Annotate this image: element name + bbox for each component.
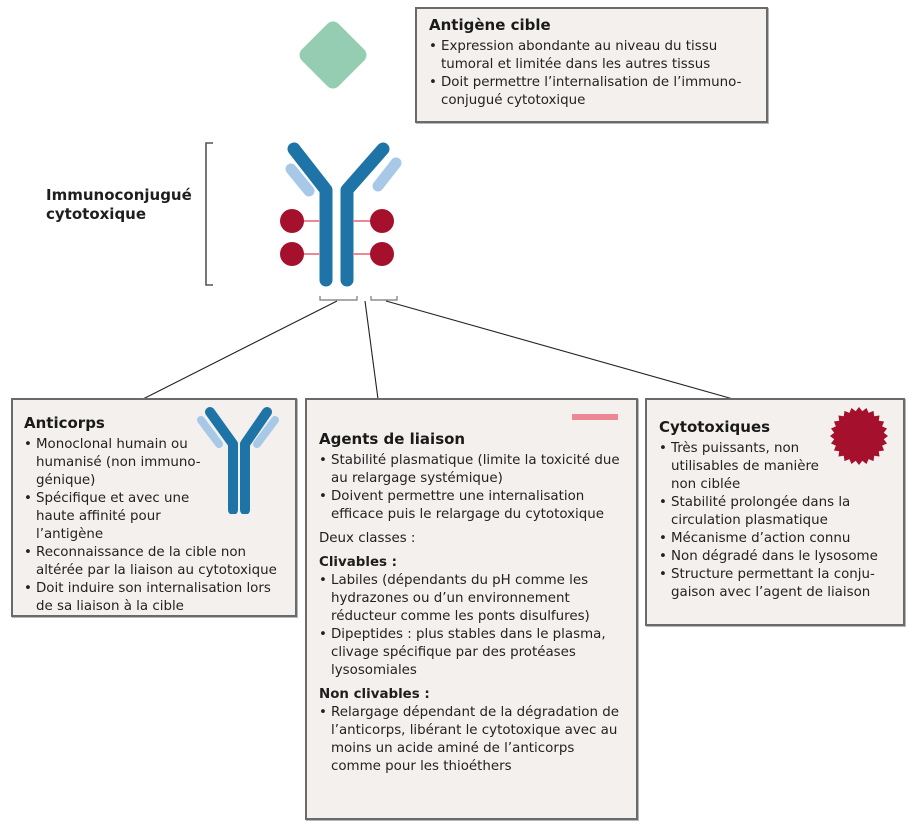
linker-title: Agents de liaison bbox=[319, 430, 466, 448]
list-item: Relargage dépendant de la dégradation de… bbox=[319, 704, 624, 776]
list-item: Structure permettant la conju-gaison ave… bbox=[659, 566, 891, 602]
antigen-box: Antigène cible Expression abondante au n… bbox=[415, 7, 768, 123]
antibody-box: Anticorps Monoclonal humain ou humanisé … bbox=[11, 398, 297, 617]
antibody-list: Monoclonal humain ou humanisé (non immun… bbox=[24, 436, 284, 616]
connector-linker bbox=[364, 300, 379, 400]
antibody-icon bbox=[197, 407, 279, 514]
list-item: Stabilité plasmatique (limite la toxicit… bbox=[319, 452, 624, 488]
linker-icon bbox=[572, 414, 618, 420]
list-item: Monoclonal humain ou humanisé (non immun… bbox=[24, 436, 206, 490]
payload-icon bbox=[370, 209, 394, 233]
payload-icon bbox=[370, 242, 394, 266]
connector-cytotoxic bbox=[385, 300, 734, 400]
connector-antibody bbox=[142, 300, 338, 400]
linker-list: Stabilité plasmatique (limite la toxicit… bbox=[319, 452, 624, 524]
list-item: Spécifique et avec une haute affinité po… bbox=[24, 490, 216, 544]
noncleavable-title: Non clivables : bbox=[319, 687, 430, 702]
classes-label: Deux classes : bbox=[319, 531, 416, 546]
list-item: Non dégradé dans le lysosome bbox=[659, 548, 891, 566]
cytotoxic-box: Cytotoxiques Très puissants, non utilisa… bbox=[645, 398, 905, 626]
list-item: Labiles (dépendants du pH comme les hydr… bbox=[319, 572, 624, 626]
list-item: Mécanisme d’action connu bbox=[659, 530, 891, 548]
payload-icon bbox=[280, 242, 304, 266]
list-item: Doit permettre l’internalisation de l’im… bbox=[429, 74, 754, 110]
antigen-icon bbox=[299, 21, 367, 89]
list-item: Très puissants, non utilisables de maniè… bbox=[659, 440, 821, 494]
label-line: cytotoxique bbox=[46, 205, 147, 223]
cytotoxic-icon bbox=[830, 407, 888, 465]
immunoconjugate-icon bbox=[280, 142, 402, 287]
antigen-title: Antigène cible bbox=[429, 16, 551, 34]
noncleavable-list: Relargage dépendant de la dégradation de… bbox=[319, 704, 624, 776]
list-item: Stabilité prolongée dans la circulation … bbox=[659, 494, 891, 530]
list-item: Reconnaissance de la cible non altérée p… bbox=[24, 544, 284, 580]
cleavable-list: Labiles (dépendants du pH comme les hydr… bbox=[319, 572, 624, 680]
payload-icon bbox=[280, 209, 304, 233]
immunoconjugate-bracket bbox=[205, 142, 213, 286]
component-bracket bbox=[319, 296, 398, 301]
immunoconjugate-label: Immunoconjugué cytotoxique bbox=[46, 186, 192, 224]
antigen-list: Expression abondante au niveau du tissu … bbox=[429, 38, 754, 110]
cytotoxic-list: Très puissants, non utilisables de maniè… bbox=[659, 440, 891, 602]
list-item: Doivent permettre une internalisation ef… bbox=[319, 488, 624, 524]
cytotoxic-title: Cytotoxiques bbox=[659, 418, 771, 436]
list-item: Dipeptides : plus stables dans le plasma… bbox=[319, 626, 624, 680]
antibody-title: Anticorps bbox=[24, 414, 105, 432]
list-item: Doit induire son internalisation lors de… bbox=[24, 580, 284, 616]
list-item: Expression abondante au niveau du tissu … bbox=[429, 38, 754, 74]
label-line: Immunoconjugué bbox=[46, 186, 192, 204]
cleavable-title: Clivables : bbox=[319, 555, 398, 570]
linker-box: Agents de liaison Stabilité plasmatique … bbox=[305, 398, 638, 820]
